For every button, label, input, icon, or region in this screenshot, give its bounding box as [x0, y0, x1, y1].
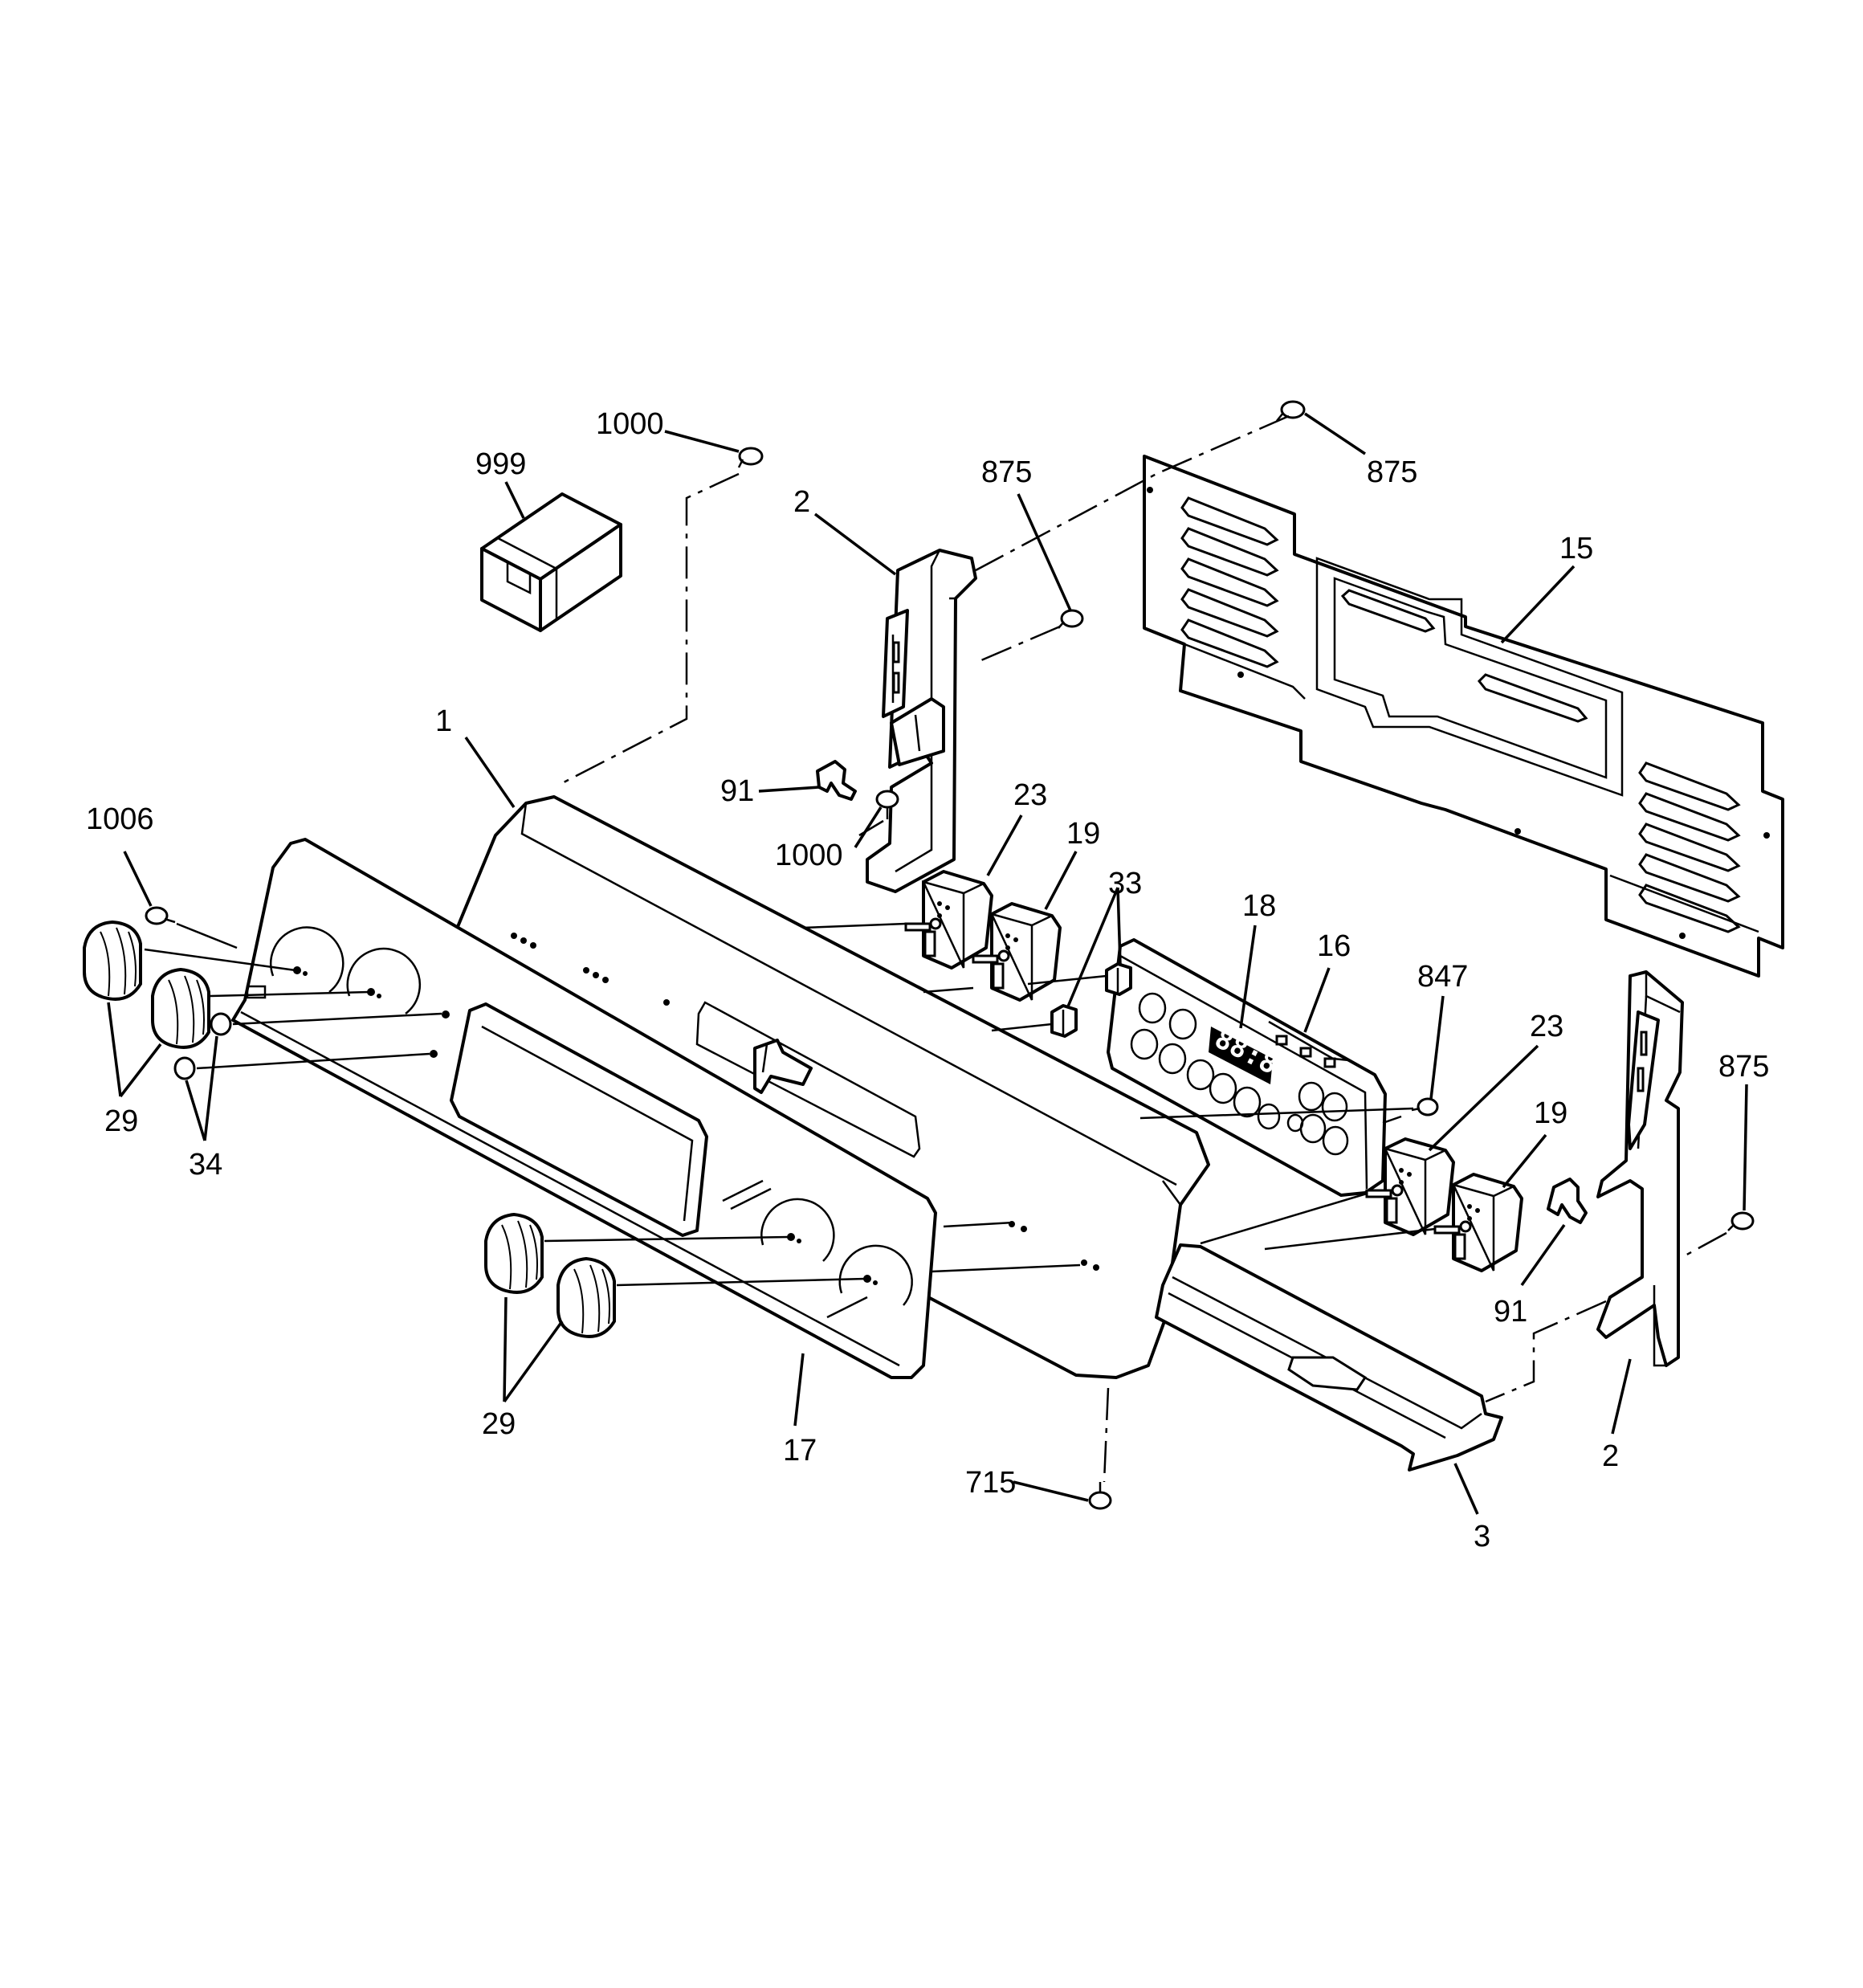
- callout-17: 17: [783, 1434, 817, 1468]
- callout-2-right: 2: [1602, 1439, 1619, 1473]
- callout-1000-mid: 1000: [775, 839, 843, 872]
- callout-847: 847: [1417, 960, 1468, 994]
- part-34-lights: [173, 1012, 232, 1080]
- callout-29-bottom: 29: [482, 1407, 516, 1441]
- part-15-rear-panel: [1143, 455, 1784, 978]
- screw-875-bracket: [1058, 609, 1084, 629]
- callout-1: 1: [435, 704, 452, 738]
- part-91-clip-right: [1547, 1178, 1588, 1224]
- screw-875-top: [1276, 400, 1306, 422]
- callout-34: 34: [189, 1148, 222, 1182]
- callout-15: 15: [1559, 532, 1593, 565]
- callout-16: 16: [1317, 929, 1351, 963]
- callout-33: 33: [1108, 867, 1142, 900]
- panel-holes: [511, 933, 1099, 1271]
- part-3-lower-trim: [1155, 1243, 1503, 1472]
- part-33-indicator-lights: [1050, 962, 1132, 1038]
- leader-lines: [107, 412, 1748, 1515]
- callout-875-bracket: 875: [981, 455, 1032, 489]
- screw-715: [1088, 1482, 1112, 1510]
- screw-847: [1411, 1097, 1439, 1116]
- assembly-lines: [144, 414, 1727, 1483]
- part-91-clip-left: [816, 760, 857, 801]
- callout-715: 715: [965, 1466, 1016, 1500]
- screw-1000-mid: [875, 790, 899, 819]
- part-2-right-end-bracket: [1596, 970, 1684, 1367]
- screw-875-right: [1727, 1211, 1755, 1231]
- callout-23-right: 23: [1530, 1010, 1563, 1043]
- control-buttons: [1130, 992, 1349, 1156]
- callout-91-left: 91: [720, 774, 754, 808]
- callout-18: 18: [1242, 889, 1276, 923]
- part-29-knobs: [83, 920, 616, 1338]
- callout-875-top: 875: [1367, 455, 1417, 489]
- part-23-switch-left: [904, 870, 993, 970]
- callout-875-right: 875: [1718, 1050, 1769, 1084]
- part-19-switch-right: [1433, 1173, 1523, 1272]
- knob-1: [83, 920, 142, 1001]
- part-2-left-end-bracket: [866, 549, 977, 893]
- part-19-switch-left: [972, 902, 1062, 1002]
- callout-91-right: 91: [1494, 1295, 1527, 1329]
- part-17-front-panel: [231, 838, 937, 1379]
- callout-labels: 1000 999 875 875 2 15 1 91 1000 1006 23 …: [86, 407, 1769, 1553]
- dial-graphics-left: [246, 926, 450, 1058]
- callout-1006: 1006: [86, 802, 154, 836]
- louvers-left: [1180, 496, 1279, 668]
- part-999-box: [480, 492, 622, 632]
- callout-23-left: 23: [1013, 778, 1047, 812]
- callout-19-left: 19: [1066, 817, 1100, 851]
- screw-1006: [145, 906, 176, 925]
- part-16-control-board: 88:88: [1107, 938, 1387, 1197]
- callout-999: 999: [475, 447, 526, 481]
- callout-1000-top: 1000: [596, 407, 664, 441]
- dial-graphics-right: [722, 1179, 913, 1319]
- callout-3: 3: [1474, 1520, 1490, 1553]
- callout-19-right: 19: [1534, 1096, 1567, 1130]
- part-23-switch-right: [1365, 1137, 1455, 1236]
- knob-4: [556, 1256, 616, 1338]
- callout-29-left: 29: [104, 1104, 138, 1138]
- screw-1000-top: [737, 447, 764, 468]
- callout-2-left: 2: [793, 485, 810, 519]
- knob-2: [151, 967, 210, 1049]
- knob-3: [484, 1212, 544, 1294]
- screws: [145, 400, 1755, 1510]
